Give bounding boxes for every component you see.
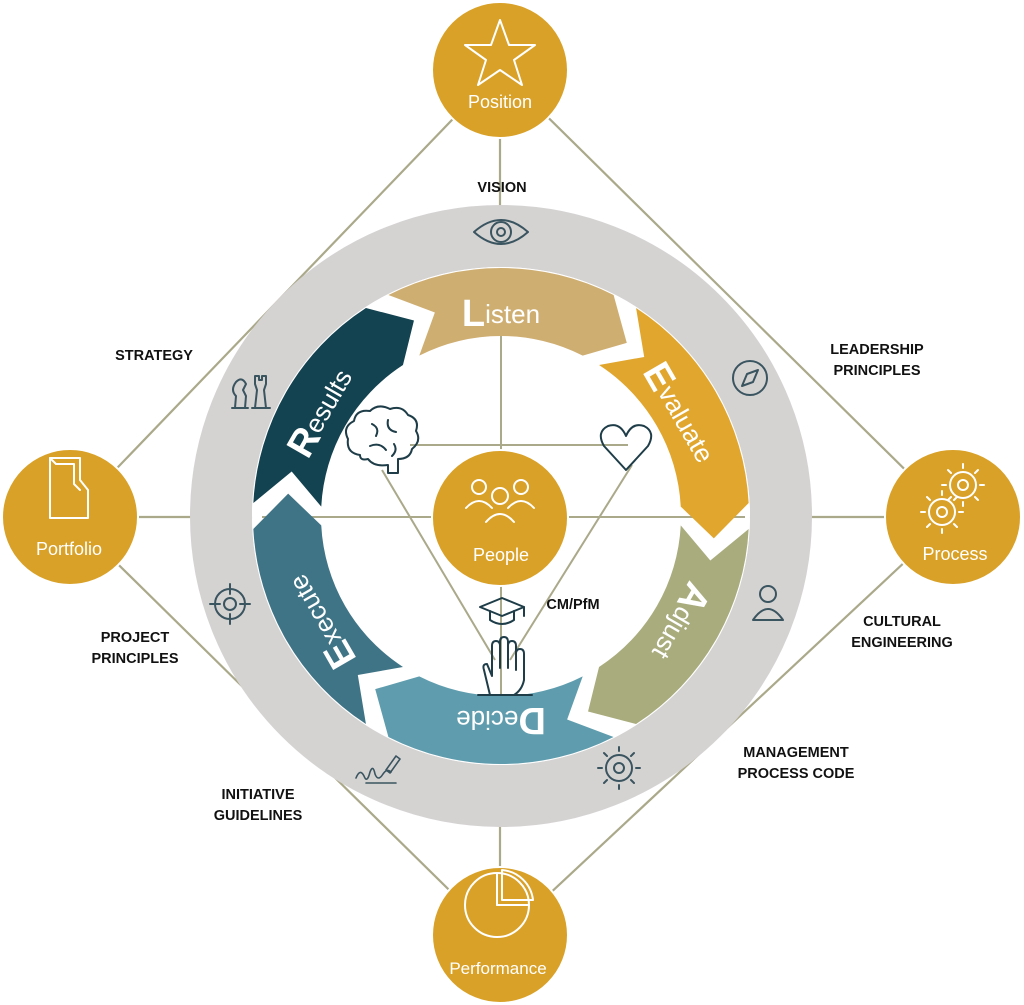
- adjust-segment: [588, 525, 749, 724]
- person-icon: [752, 585, 784, 621]
- decide-label: Decide: [456, 699, 546, 741]
- node-position: Position: [431, 1, 569, 139]
- signature-icon: [355, 755, 401, 784]
- pie-chart-icon: [464, 869, 534, 938]
- project-label-line1: PROJECT: [101, 630, 170, 646]
- node-process: Process: [884, 448, 1022, 586]
- leadership-label-line2: PRINCIPLES: [833, 363, 920, 379]
- compass-icon: [732, 360, 768, 396]
- cultural-label-line1: CULTURAL: [863, 614, 941, 630]
- results-segment: [253, 308, 414, 507]
- project-label-line2: PRINCIPLES: [91, 651, 178, 667]
- brain-icon: [345, 405, 420, 474]
- management-label-line1: MANAGEMENT: [743, 745, 849, 761]
- listen-label: Listen: [462, 293, 540, 335]
- node-people: People: [431, 449, 569, 587]
- vision-label: VISION: [477, 180, 526, 196]
- execute-segment: [253, 493, 403, 724]
- cycle-ring: [253, 268, 749, 765]
- decide-segment: [375, 676, 614, 765]
- leadership-label-line1: LEADERSHIP: [830, 342, 924, 358]
- outer-labels: VISION STRATEGY LEADERSHIP PRINCIPLES CU…: [91, 180, 952, 824]
- initiative-label-line1: INITIATIVE: [221, 787, 294, 803]
- graduation-cap-icon: [479, 597, 525, 625]
- node-performance: Performance: [431, 866, 569, 1004]
- chess-icon: [231, 375, 271, 409]
- eye-icon: [473, 219, 529, 245]
- people-label: People: [473, 545, 529, 565]
- performance-label: Performance: [449, 959, 546, 978]
- gears-icon: [920, 463, 985, 534]
- management-label-line2: PROCESS CODE: [738, 766, 855, 782]
- cultural-label-line2: ENGINEERING: [851, 635, 953, 651]
- raised-hand-icon: [477, 636, 533, 696]
- gear-icon: [597, 746, 641, 790]
- initiative-label-line2: GUIDELINES: [214, 808, 303, 824]
- folder-icon: [49, 457, 89, 519]
- evaluate-segment: [599, 308, 749, 539]
- portfolio-label: Portfolio: [36, 539, 102, 559]
- node-portfolio: Portfolio: [1, 448, 139, 586]
- listen-segment: [388, 268, 627, 356]
- inner-triangle: [381, 444, 633, 661]
- strategy-label: STRATEGY: [115, 348, 193, 364]
- process-label: Process: [922, 544, 987, 564]
- star-icon: [464, 19, 536, 86]
- people-icon: [465, 479, 535, 523]
- cm-pfm-label: CM/PfM: [546, 597, 599, 613]
- position-label: Position: [468, 92, 532, 112]
- target-icon: [209, 583, 251, 625]
- heart-icon: [599, 424, 653, 471]
